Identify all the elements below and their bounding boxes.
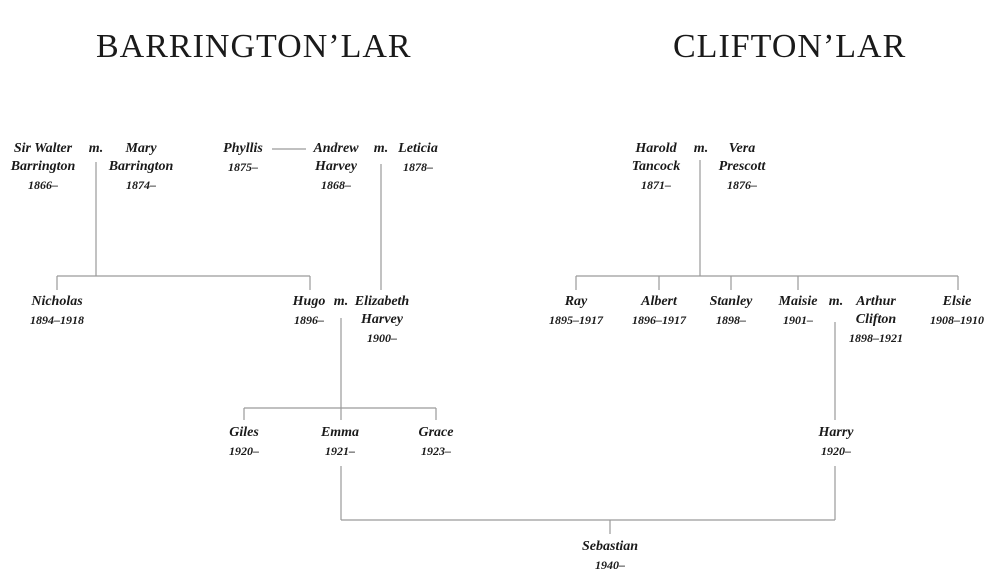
person-maisie: Maisie 1901– (778, 294, 818, 327)
marriage-walter-mary: m. (88, 141, 104, 156)
person-ray: Ray 1895–1917 (549, 294, 603, 327)
person-andrew: Andrew Harvey 1868– (313, 141, 359, 192)
marriage-maisie-arthur: m. (828, 294, 844, 309)
person-emma: Emma 1921– (320, 425, 360, 458)
person-stanley: Stanley 1898– (709, 294, 753, 327)
person-arthur: Arthur Clifton 1898–1921 (849, 294, 903, 345)
person-elizabeth: Elizabeth Harvey 1900– (354, 294, 410, 345)
person-hugo: Hugo 1896– (292, 294, 326, 327)
marriage-andrew-leticia: m. (373, 141, 389, 156)
clifton-family-title: CLIFTON’LAR (673, 28, 907, 65)
person-elsie: Elsie 1908–1910 (930, 294, 984, 327)
person-albert: Albert 1896–1917 (632, 294, 686, 327)
person-nicholas: Nicholas 1894–1918 (30, 294, 84, 327)
person-grace: Grace 1923– (418, 425, 454, 458)
person-harry: Harry 1920– (818, 425, 854, 458)
person-mary: Mary Barrington 1874– (108, 141, 174, 192)
person-phyllis: Phyllis 1875– (223, 141, 263, 174)
marriage-hugo-elizabeth: m. (333, 294, 349, 309)
person-harold: Harold Tancock 1871– (631, 141, 681, 192)
marriage-harold-vera: m. (693, 141, 709, 156)
person-vera: Vera Prescott 1876– (718, 141, 766, 192)
person-walter: Sir Walter Barrington 1866– (10, 141, 76, 192)
person-leticia: Leticia 1878– (398, 141, 438, 174)
person-sebastian: Sebastian 1940– (581, 539, 639, 572)
person-giles: Giles 1920– (229, 425, 259, 458)
barrington-family-title: BARRINGTON’LAR (96, 28, 412, 65)
